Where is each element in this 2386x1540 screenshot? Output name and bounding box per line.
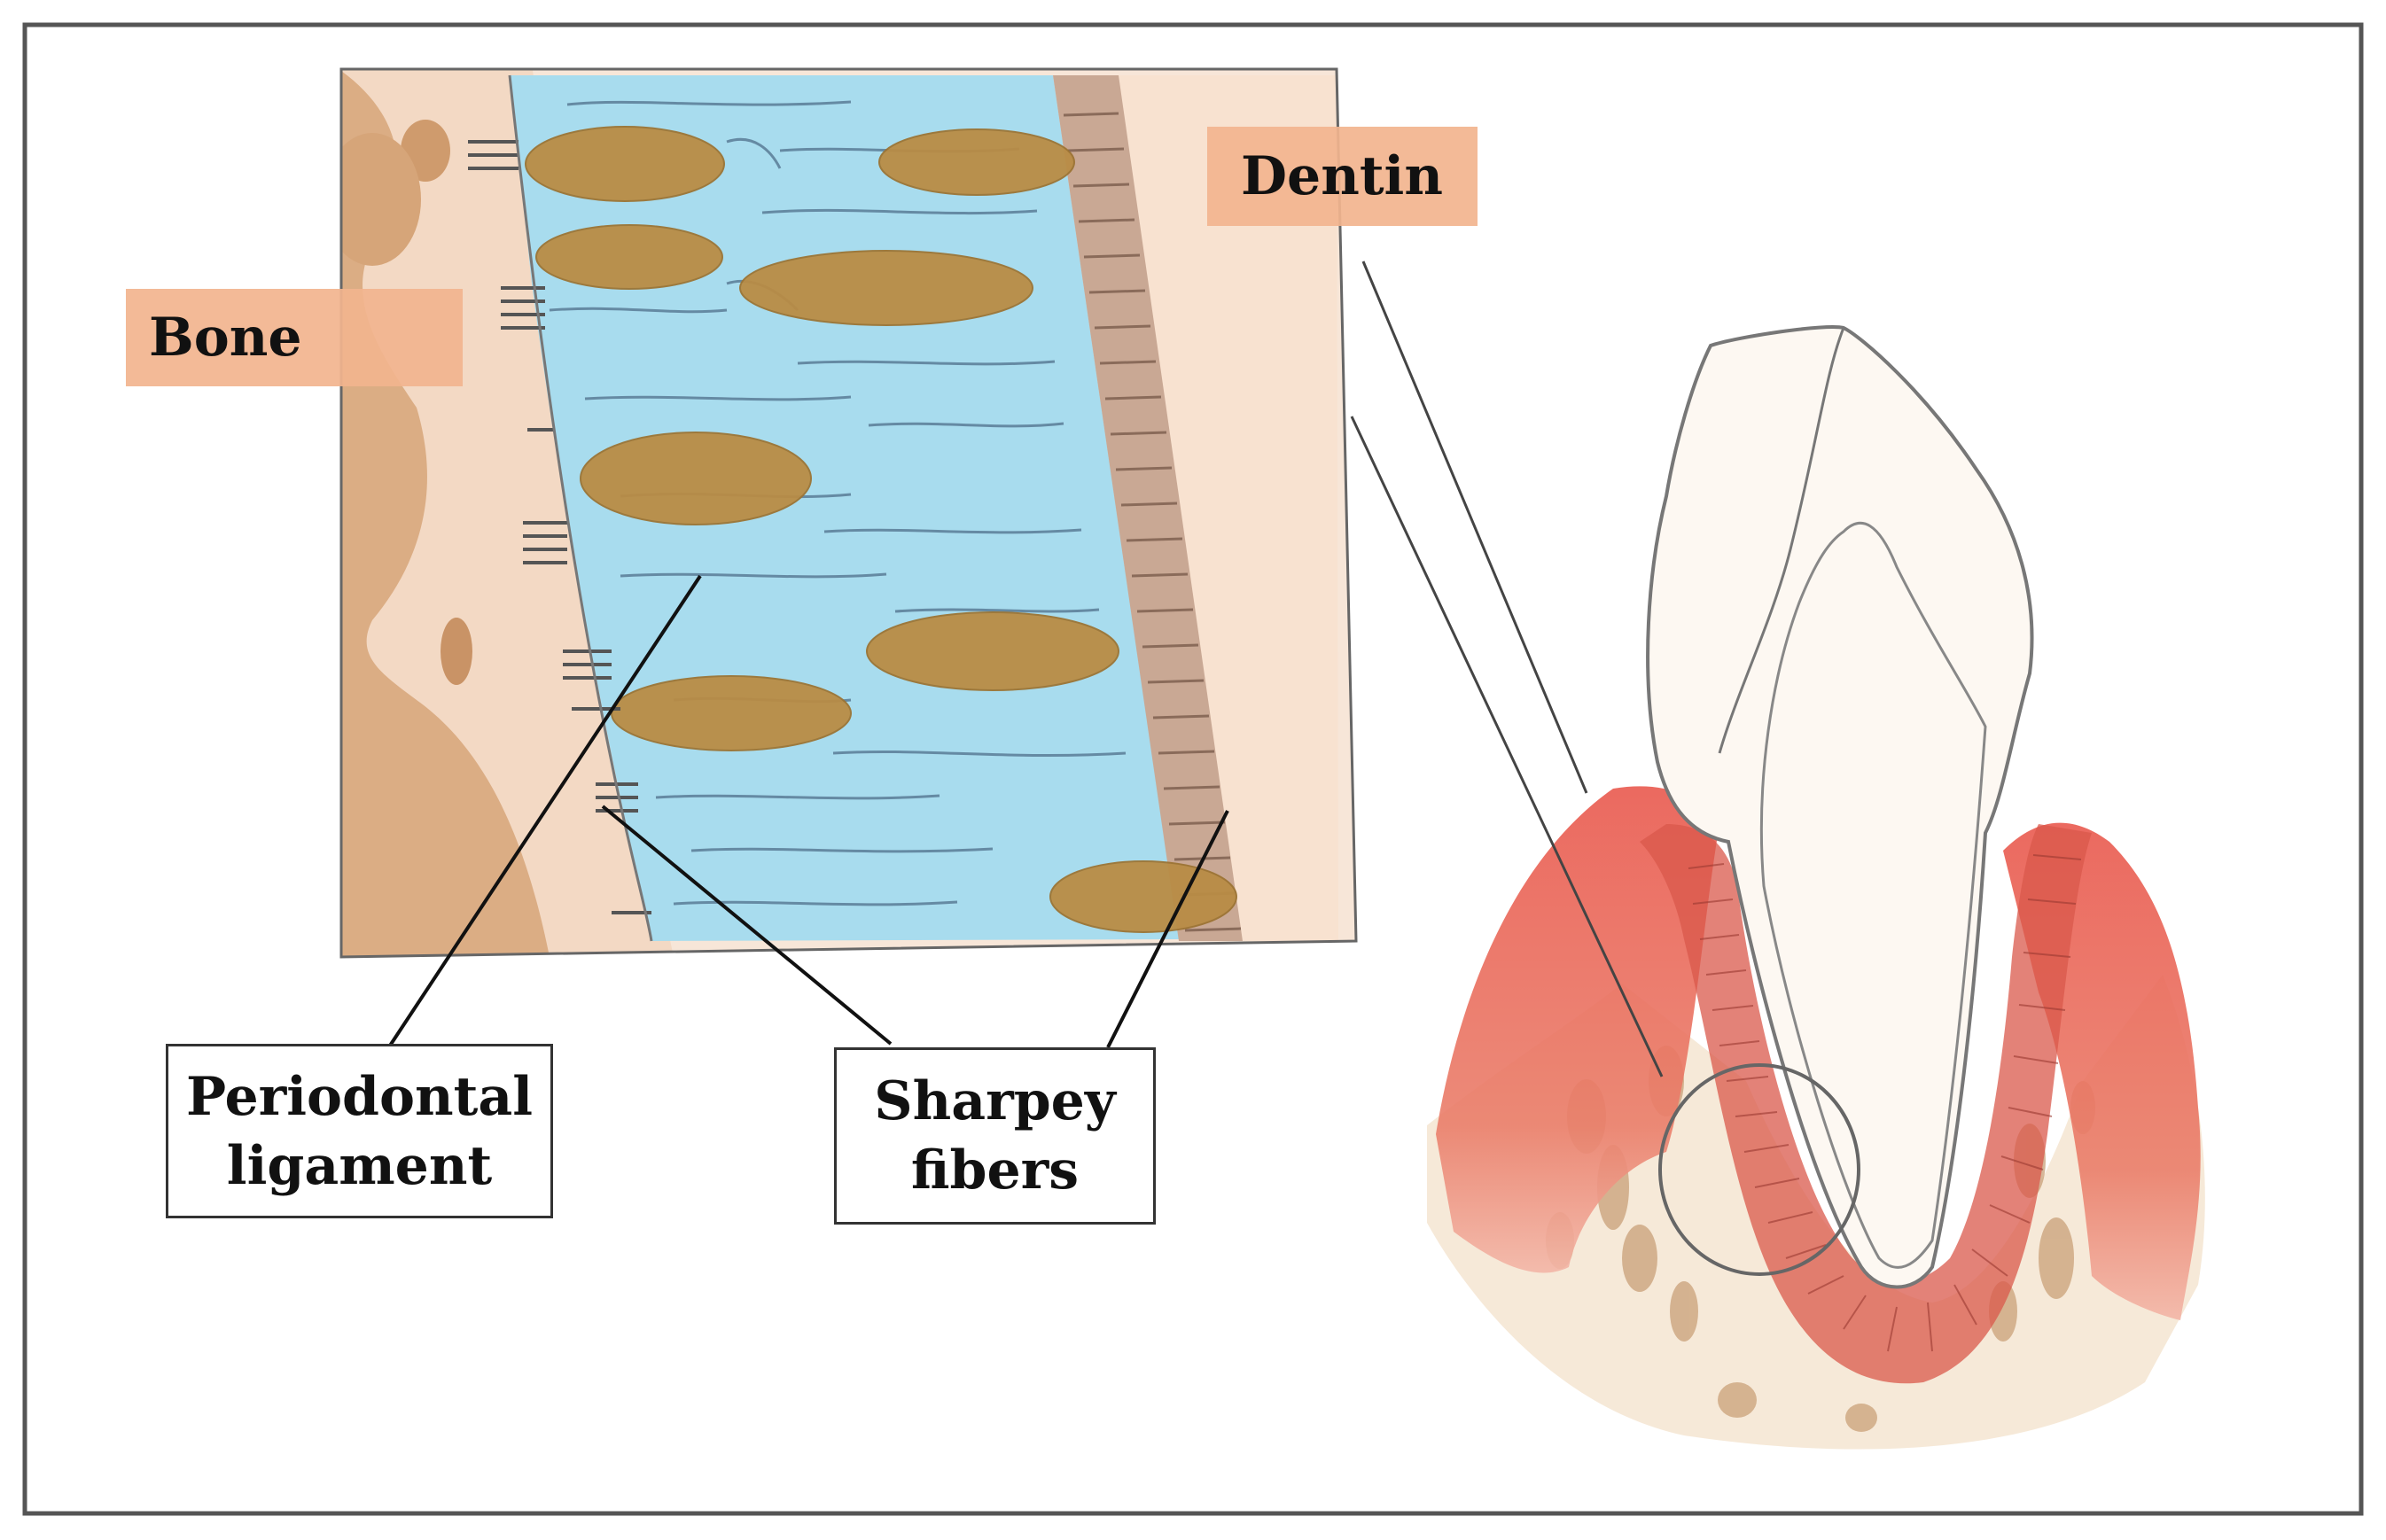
zoom-line-upper — [1361, 261, 1588, 794]
sharpey-fibers-label-box: Sharpey fibers — [834, 1047, 1156, 1225]
gingiva-left — [1436, 786, 1719, 1273]
leader-periodontal-ligament — [388, 574, 702, 1047]
tooth-outline — [1646, 325, 2034, 1289]
bone-label: Bone — [149, 307, 302, 369]
histology-panel — [341, 69, 1356, 957]
zoom-line-lower — [1350, 416, 1664, 1077]
bone-label-highlight — [126, 289, 463, 386]
sharpey-fibers-label: Sharpey fibers — [874, 1070, 1116, 1202]
dentin-label-highlight — [1207, 127, 1478, 226]
tooth-illustration — [1350, 261, 2205, 1450]
histology-panel-border — [339, 67, 1358, 959]
leader-sharpey-bone — [601, 805, 893, 1046]
socket-pdl — [1640, 824, 2092, 1384]
periodontal-ligament-label-box: Periodontal ligament — [166, 1044, 553, 1218]
pulp-outline — [1759, 522, 1987, 1269]
dentin-label: Dentin — [1241, 145, 1443, 207]
leader-sharpey-dentin — [1106, 810, 1229, 1048]
periodontal-ligament-label: Periodontal ligament — [185, 1065, 534, 1197]
magnifier-circle — [1658, 1063, 1860, 1276]
